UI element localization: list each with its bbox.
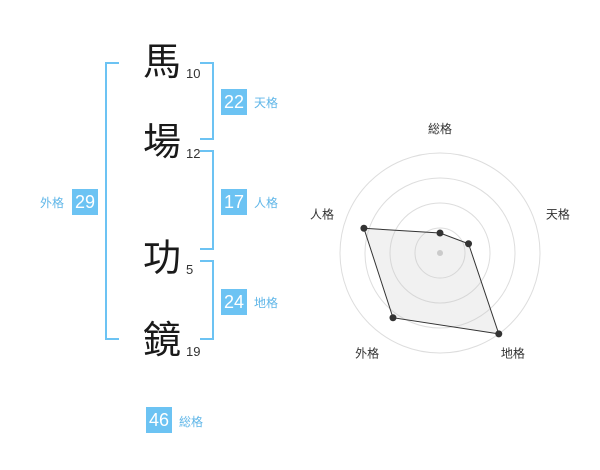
- radar-ring-4: [339, 152, 541, 354]
- gaikaku-label: 外格: [40, 196, 65, 210]
- radar-ring-3: [364, 177, 516, 329]
- soukaku-label: 総格: [179, 415, 204, 429]
- radar-ring-1: [414, 227, 466, 279]
- tenkaku-label: 天格: [254, 96, 279, 110]
- radar-point-4: [389, 314, 397, 322]
- chikaku-bracket: [200, 260, 214, 340]
- radar-point-5: [360, 224, 368, 232]
- gaikaku-bracket: [105, 62, 119, 340]
- radar-axis-label-5: 人格: [310, 207, 334, 222]
- name-char-4: 鏡: [142, 318, 181, 362]
- name-char-1: 馬: [142, 40, 181, 84]
- jinkaku-bracket: [200, 150, 214, 250]
- name-char-3: 功: [142, 236, 181, 280]
- radar-center: [437, 250, 443, 256]
- stroke-count-2: 12: [186, 146, 201, 161]
- name-char-2: 場: [142, 120, 181, 164]
- jinkaku-value: 17: [221, 189, 247, 215]
- radar-series-polygon: [363, 227, 500, 335]
- radar-point-1: [436, 229, 444, 237]
- stroke-count-3: 5: [186, 262, 194, 277]
- chikaku-value: 24: [221, 289, 247, 315]
- gaikaku-value: 29: [72, 189, 98, 215]
- jinkaku-label: 人格: [254, 196, 279, 210]
- radar-axis-label-3: 地格: [501, 345, 525, 360]
- radar-axis-label-1: 総格: [428, 121, 452, 136]
- tenkaku-bracket: [200, 62, 214, 140]
- soukaku-value: 46: [146, 407, 172, 433]
- radar-point-3: [495, 330, 503, 338]
- stroke-count-1: 10: [186, 66, 201, 81]
- stroke-count-4: 19: [186, 344, 201, 359]
- chikaku-label: 地格: [254, 296, 279, 310]
- radar-axis-label-4: 外格: [355, 345, 379, 360]
- radar-axis-label-2: 天格: [546, 207, 570, 222]
- tenkaku-value: 22: [221, 89, 247, 115]
- radar-ring-2: [389, 202, 491, 304]
- radar-point-2: [465, 240, 473, 248]
